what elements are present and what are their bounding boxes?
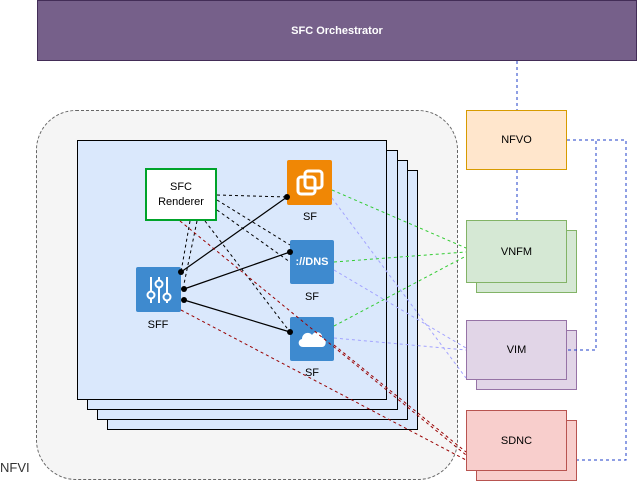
edge-renderer-sf-dns-2 xyxy=(216,209,291,263)
edge-sff-sf-dns xyxy=(183,251,291,290)
nfvo-box[interactable]: NFVO xyxy=(466,110,567,170)
sff-port-2 xyxy=(181,286,187,292)
host-plane-1 xyxy=(77,140,387,400)
sf-dns-label: SF xyxy=(304,291,320,303)
edge-nfvo-vim xyxy=(567,139,597,351)
edge-sff-sf-cloud xyxy=(183,299,291,333)
edge-renderer-sf-dns xyxy=(216,199,291,246)
nfvi-label: NFVI xyxy=(0,460,30,475)
edge-sf-vm-vim xyxy=(331,197,467,379)
edge-sff-sf-vm xyxy=(180,196,288,273)
edge-sf-cloud-vnfm xyxy=(333,255,467,327)
sf-cloud-port xyxy=(287,329,293,335)
sff-label: SFF xyxy=(147,319,169,331)
vim-box[interactable]: VIM xyxy=(466,320,567,380)
sf-cloud-node[interactable] xyxy=(290,317,334,361)
edge-sf-vm-vnfm xyxy=(331,189,467,249)
sf-vm-label: SF xyxy=(302,211,318,223)
nfvo-label: NFVO xyxy=(501,134,532,146)
vim-label: VIM xyxy=(506,344,527,356)
vnfm-box[interactable]: VNFM xyxy=(466,220,567,283)
sdnc-box[interactable]: SDNC xyxy=(466,410,567,471)
cloud-icon xyxy=(298,332,326,347)
dns-icon: ://DNS xyxy=(295,256,329,268)
edge-sff-sdnc xyxy=(180,309,467,461)
sfc-orchestrator-label: SFC Orchestrator xyxy=(291,24,383,37)
edge-sf-dns-vnfm xyxy=(333,251,467,263)
sliders-icon xyxy=(146,276,171,303)
edge-renderer-sf-vm xyxy=(216,194,288,198)
edge-renderer-sf-cloud xyxy=(204,220,291,333)
sf-cloud-label: SF xyxy=(304,367,320,379)
edge-sf-dns-vim xyxy=(333,269,467,349)
sff-port-1 xyxy=(178,269,184,275)
edge-sf-cloud-sdnc xyxy=(333,344,467,453)
sdnc-label: SDNC xyxy=(500,434,533,447)
edge-renderer-sff-2 xyxy=(183,220,198,285)
sfc-renderer-label-line1: SFC xyxy=(169,180,192,193)
edge-renderer-sdnc xyxy=(179,220,467,456)
sff-port-3 xyxy=(181,297,187,303)
sff-node[interactable] xyxy=(136,267,181,312)
sfc-renderer[interactable]: SFC Renderer xyxy=(145,168,217,221)
sfc-orchestrator[interactable]: SFC Orchestrator xyxy=(37,0,637,61)
edge-renderer-sff-1 xyxy=(180,220,191,273)
sf-vm-port xyxy=(284,194,290,200)
vnfm-label: VNFM xyxy=(500,245,533,258)
sfc-renderer-label-line2: Renderer xyxy=(158,195,204,208)
sf-vm-node[interactable] xyxy=(287,160,332,205)
edge-nfvo-sdnc xyxy=(567,139,627,461)
vm-icon xyxy=(296,169,323,195)
sf-dns-port xyxy=(287,249,293,255)
edge-sf-cloud-vim xyxy=(333,337,467,351)
sf-dns-node[interactable]: ://DNS xyxy=(290,240,334,284)
